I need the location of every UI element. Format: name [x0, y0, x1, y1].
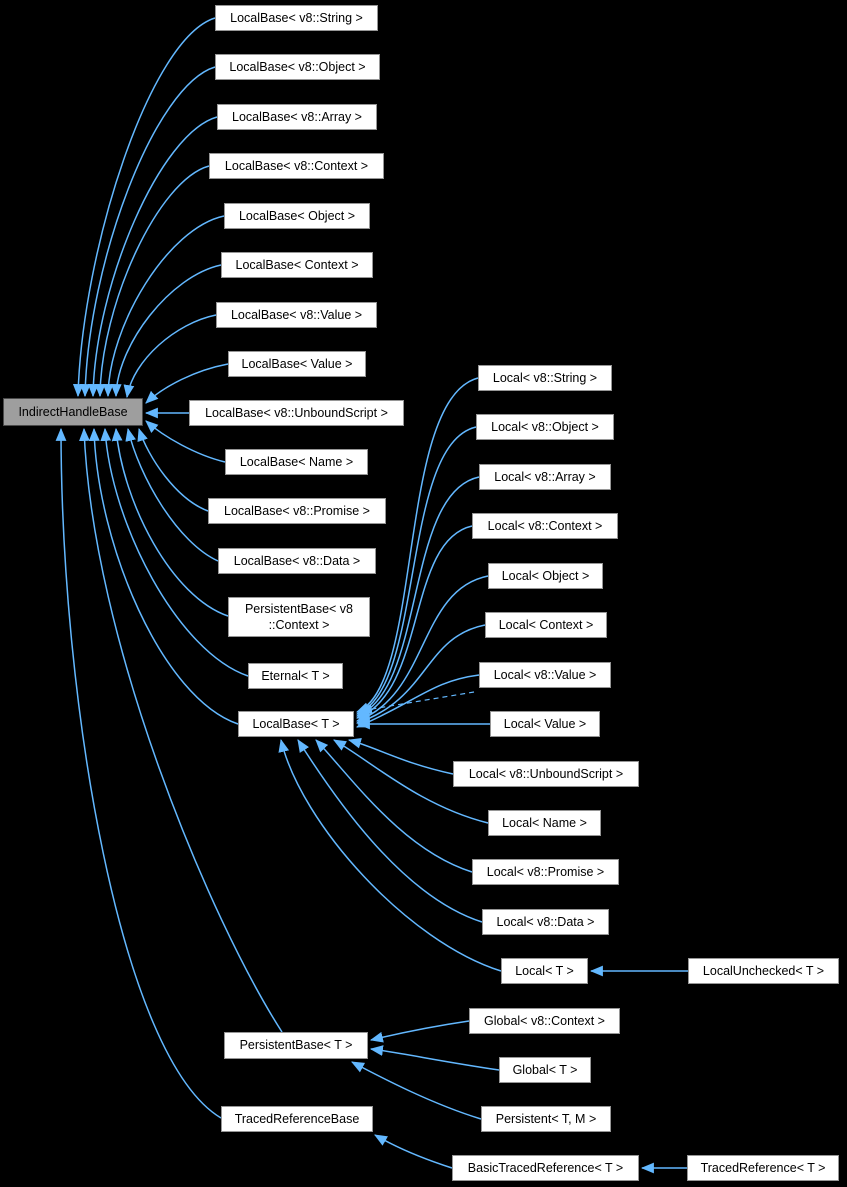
node-localunchecked-t[interactable]: LocalUnchecked< T > [688, 958, 839, 984]
edge-local-name-to-localbase-t [333, 739, 489, 824]
node-persistentbase-t[interactable]: PersistentBase< T > [224, 1032, 368, 1059]
edge-local-v8-unboundscript-to-localbase-t [347, 737, 454, 775]
edge-local-v8-value-to-localbase-t [356, 674, 480, 728]
node-localbase-v8-object[interactable]: LocalBase< v8::Object > [215, 54, 380, 80]
edge-localbase-object-to-indirecthandlebase [102, 215, 225, 398]
edge-localbase-value-to-indirecthandlebase [145, 363, 229, 404]
node-basictracedreference-t[interactable]: BasicTracedReference< T > [452, 1155, 639, 1181]
node-localbase-v8-data[interactable]: LocalBase< v8::Data > [218, 548, 376, 574]
edge-global-t-to-persistentbase-t [369, 1045, 500, 1071]
node-local-v8-array[interactable]: Local< v8::Array > [479, 464, 611, 490]
edge-local-v8-string-to-localbase-t [355, 377, 479, 713]
edge-local-v8-object-to-localbase-t [355, 426, 477, 715]
node-localbase-v8-promise[interactable]: LocalBase< v8::Promise > [208, 498, 386, 524]
node-localbase-value[interactable]: LocalBase< Value > [228, 351, 366, 377]
edge-local-v8-context-to-localbase-t [355, 525, 473, 719]
edge-localbase-name-to-indirecthandlebase [145, 420, 226, 463]
node-local-v8-data[interactable]: Local< v8::Data > [482, 909, 609, 935]
node-localbase-context[interactable]: LocalBase< Context > [221, 252, 373, 278]
node-tracedreferencebase[interactable]: TracedReferenceBase [221, 1106, 373, 1132]
node-local-v8-value[interactable]: Local< v8::Value > [479, 662, 611, 688]
edge-global-v8-context-to-persistentbase-t [369, 1020, 470, 1043]
node-localbase-v8-string[interactable]: LocalBase< v8::String > [215, 5, 378, 31]
edge-localbase-v8-string-to-indirecthandlebase [72, 17, 216, 398]
node-localbase-v8-array[interactable]: LocalBase< v8::Array > [217, 104, 377, 130]
edge-local-v8-array-to-localbase-t [355, 476, 480, 717]
node-persistent-t-m[interactable]: Persistent< T, M > [481, 1106, 611, 1132]
edge-local-v8-promise-to-localbase-t [315, 739, 473, 873]
node-tracedreference-t[interactable]: TracedReference< T > [687, 1155, 839, 1181]
edge-eternal-t-to-indirecthandlebase [100, 427, 249, 677]
node-localbase-v8-context[interactable]: LocalBase< v8::Context > [209, 153, 384, 179]
node-persistentbase-v8-context[interactable]: PersistentBase< v8 ::Context > [228, 597, 370, 637]
edge-localbase-v8-object-to-indirecthandlebase [79, 66, 216, 398]
node-localbase-v8-unboundscript[interactable]: LocalBase< v8::UnboundScript > [189, 400, 404, 426]
edge-tracedreferencebase-to-indirecthandlebase [55, 427, 222, 1119]
edge-localbase-v8-context-to-indirecthandlebase [94, 165, 210, 398]
node-localbase-v8-value[interactable]: LocalBase< v8::Value > [216, 302, 377, 328]
edge-local-v8-data-to-localbase-t [297, 739, 483, 923]
node-local-context[interactable]: Local< Context > [485, 612, 607, 638]
node-global-t[interactable]: Global< T > [499, 1057, 591, 1083]
node-local-t[interactable]: Local< T > [501, 958, 588, 984]
node-localbase-t[interactable]: LocalBase< T > [238, 711, 354, 737]
edge-persistentbase-v8-context-to-indirecthandlebase [111, 427, 229, 617]
node-localbase-object[interactable]: LocalBase< Object > [224, 203, 370, 229]
edge-persistentbase-t-to-indirecthandlebase [79, 427, 283, 1033]
edge-localbase-context-to-indirecthandlebase [110, 264, 222, 398]
node-local-v8-context[interactable]: Local< v8::Context > [472, 513, 618, 539]
edge-local-t-to-localbase-t [278, 738, 502, 972]
edge-localbase-v8-data-to-indirecthandlebase [125, 427, 219, 562]
node-local-name[interactable]: Local< Name > [488, 810, 601, 836]
node-indirecthandlebase[interactable]: IndirectHandleBase [3, 398, 143, 426]
node-localbase-name[interactable]: LocalBase< Name > [225, 449, 368, 475]
edge-local-context-to-localbase-t [355, 624, 486, 725]
node-local-v8-string[interactable]: Local< v8::String > [478, 365, 612, 391]
edge-localbase-t-to-indirecthandlebase [88, 427, 239, 725]
node-local-value[interactable]: Local< Value > [490, 711, 600, 737]
edge-local-v8-value-to-localbase-t-dashed [358, 691, 475, 715]
node-local-v8-promise[interactable]: Local< v8::Promise > [472, 859, 619, 885]
edge-persistent-t-m-to-persistentbase-t [351, 1061, 482, 1120]
node-local-object[interactable]: Local< Object > [488, 563, 603, 589]
edge-localbase-v8-value-to-indirecthandlebase [123, 314, 217, 399]
edge-localbase-v8-promise-to-indirecthandlebase [137, 427, 209, 512]
node-local-v8-object[interactable]: Local< v8::Object > [476, 414, 614, 440]
edge-localbase-v8-array-to-indirecthandlebase [87, 116, 218, 398]
edge-basictracedreference-t-to-tracedreferencebase [374, 1134, 453, 1169]
node-eternal-t[interactable]: Eternal< T > [248, 663, 343, 689]
node-global-v8-context[interactable]: Global< v8::Context > [469, 1008, 620, 1034]
node-local-v8-unboundscript[interactable]: Local< v8::UnboundScript > [453, 761, 639, 787]
